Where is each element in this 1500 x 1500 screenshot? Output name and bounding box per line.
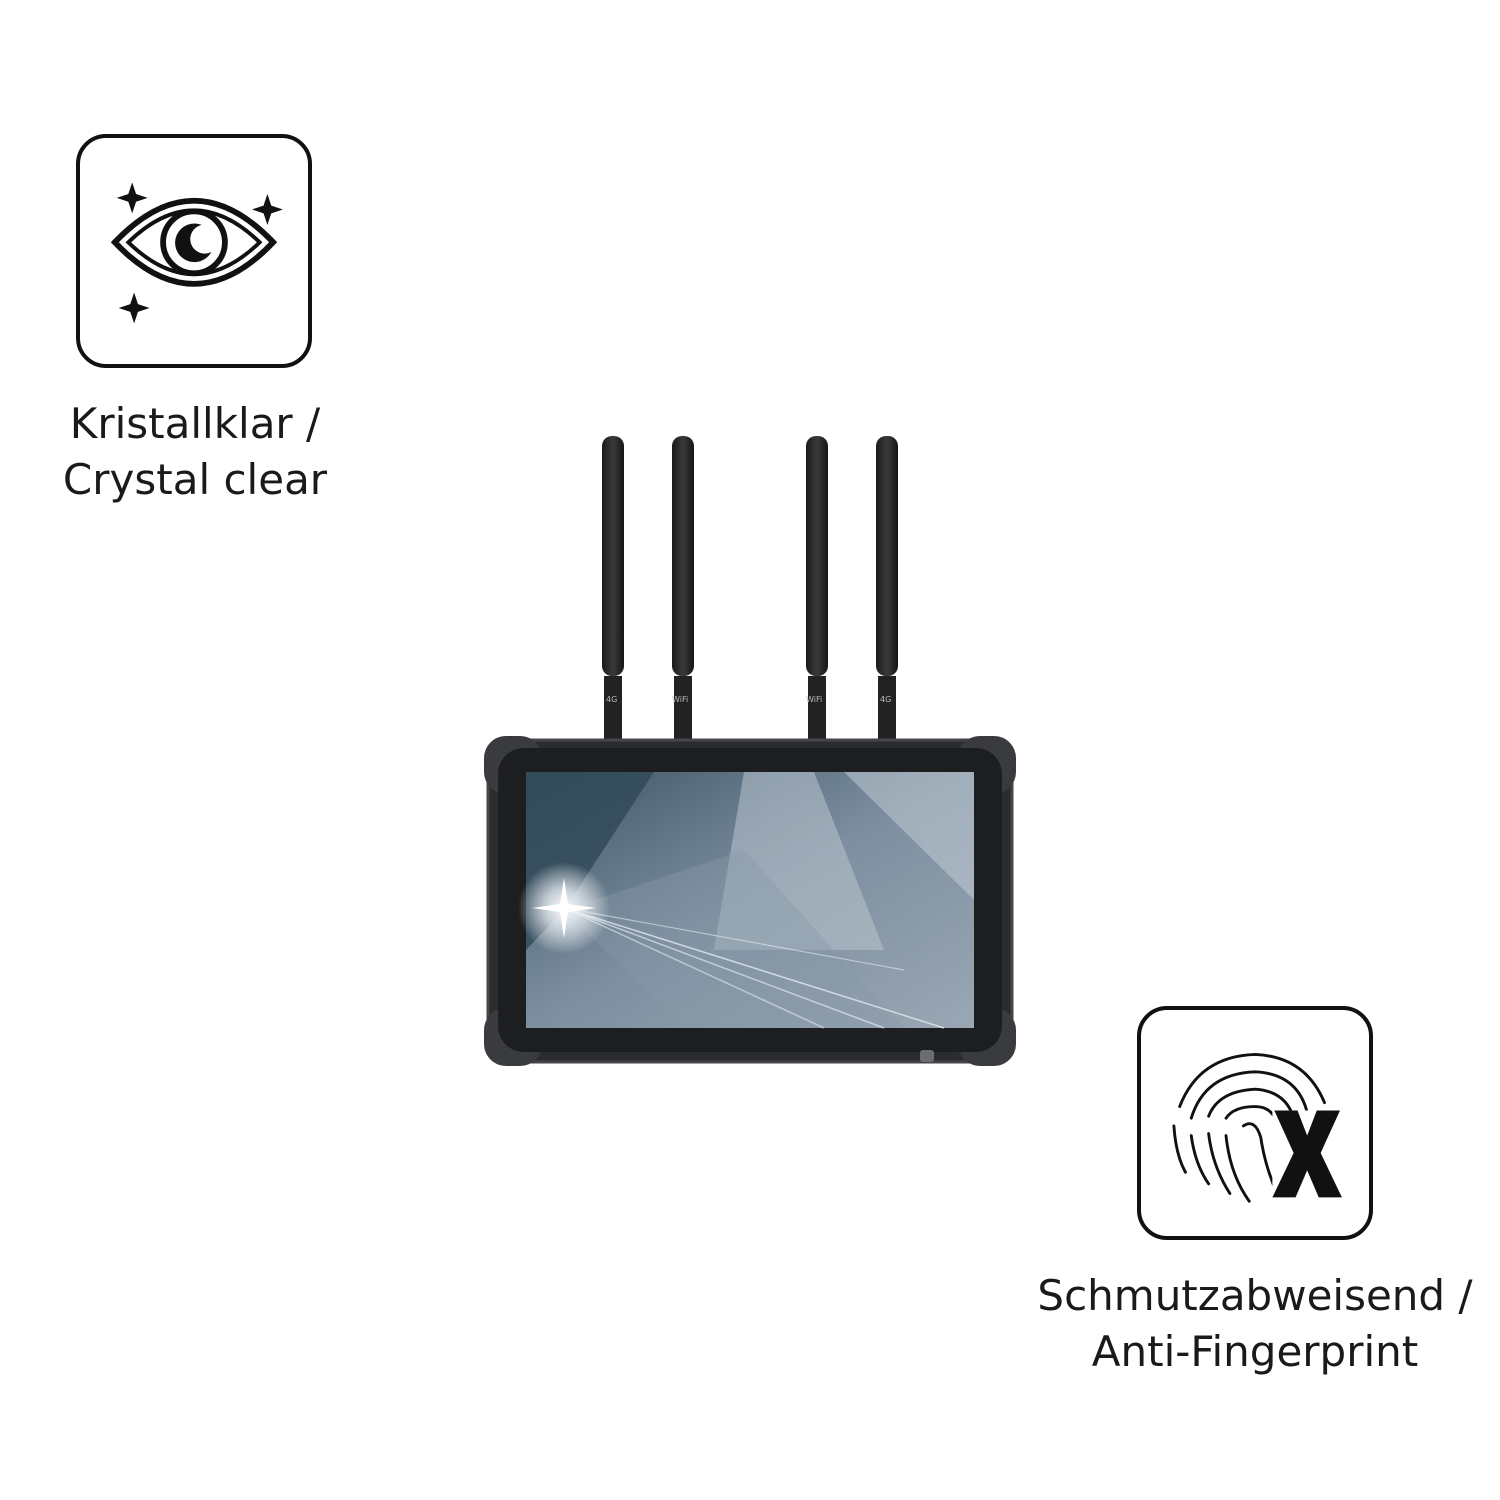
antenna-label: WiFi: [806, 695, 822, 704]
antenna-label: 4G: [880, 695, 891, 704]
antenna-3: WiFi: [806, 436, 828, 742]
crystal-clear-icon-frame: [76, 134, 312, 368]
device-screen: [518, 772, 974, 1029]
caption-line-1: Kristallklar /: [69, 399, 321, 448]
antenna-label: WiFi: [672, 695, 688, 704]
fingerprint-cross-icon: [1172, 1052, 1342, 1203]
antenna-1: 4G: [602, 436, 624, 742]
tablet-device-image: 4G WiFi WiFi 4G: [484, 430, 1016, 1070]
antenna-label: 4G: [606, 695, 617, 704]
antenna-4: 4G: [876, 436, 898, 742]
sparkle-eye-icon: [110, 182, 283, 324]
antenna-2: WiFi: [672, 436, 694, 742]
caption-line-2: Crystal clear: [62, 455, 328, 504]
caption-line-1: Schmutzabweisend /: [1037, 1271, 1473, 1320]
crystal-clear-caption: Kristallklar / Crystal clear: [40, 396, 350, 508]
cross-mark: [1272, 1110, 1342, 1198]
anti-fingerprint-icon-frame: [1137, 1006, 1373, 1240]
anti-fingerprint-caption: Schmutzabweisend / Anti-Fingerprint: [1010, 1268, 1500, 1380]
caption-line-2: Anti-Fingerprint: [1091, 1327, 1419, 1376]
